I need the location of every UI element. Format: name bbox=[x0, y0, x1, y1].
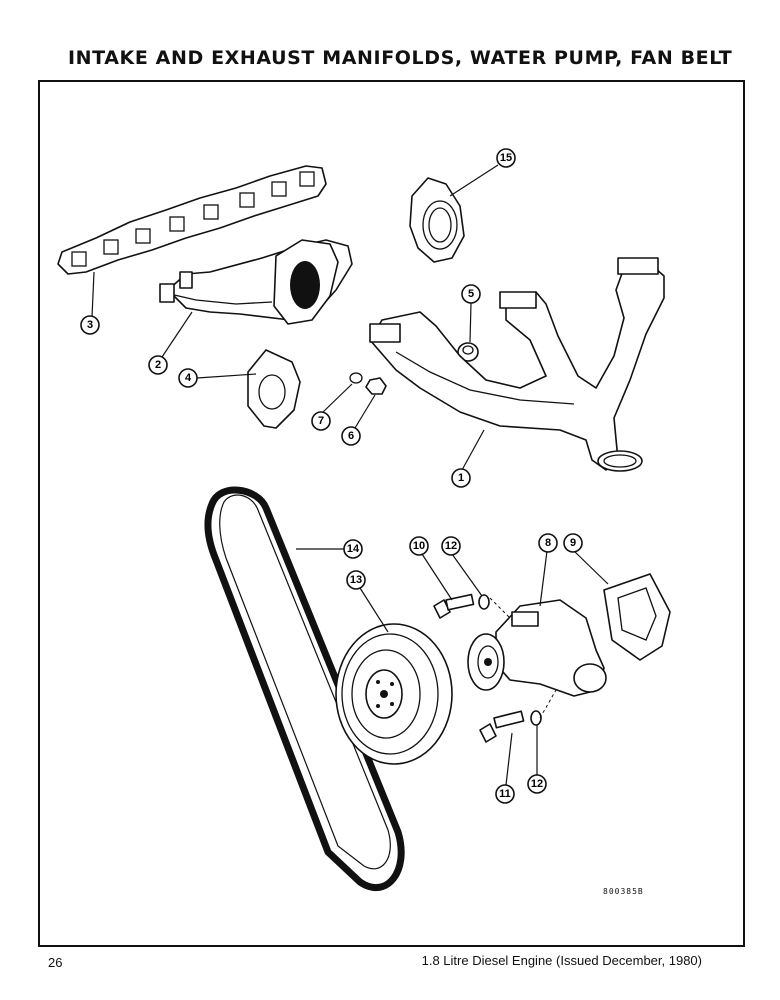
callout-11: 11 bbox=[495, 784, 515, 804]
callout-6: 6 bbox=[341, 426, 361, 446]
callout-14-label: 14 bbox=[347, 543, 360, 555]
callout-12-lower-label: 12 bbox=[531, 778, 543, 790]
callout-9-label: 9 bbox=[570, 537, 576, 549]
page-title: INTAKE AND EXHAUST MANIFOLDS, WATER PUMP… bbox=[68, 47, 733, 69]
diagram-frame bbox=[38, 80, 745, 947]
callout-9: 9 bbox=[563, 533, 583, 553]
callout-3-label: 3 bbox=[87, 319, 93, 331]
pump-gasket-part bbox=[603, 573, 671, 661]
callout-10: 10 bbox=[409, 536, 429, 556]
callout-1-label: 1 bbox=[458, 472, 464, 484]
outlet-elbow-part bbox=[409, 177, 465, 263]
bolt-upper-part bbox=[433, 593, 475, 619]
alignment-lines bbox=[489, 597, 557, 719]
callout-10-label: 10 bbox=[413, 540, 425, 552]
callout-4: 4 bbox=[178, 368, 198, 388]
callout-6-label: 6 bbox=[348, 430, 354, 442]
callout-13: 13 bbox=[346, 570, 366, 590]
footer-text: 1.8 Litre Diesel Engine (Issued December… bbox=[421, 953, 702, 968]
fan-belt-part bbox=[204, 486, 405, 891]
callout-5: 5 bbox=[461, 284, 481, 304]
washer-parts bbox=[478, 594, 542, 726]
bolt-lower-part bbox=[479, 710, 525, 743]
figure-code: 800385B bbox=[603, 887, 644, 896]
callout-12-lower: 12 bbox=[527, 774, 547, 794]
callout-4-label: 4 bbox=[185, 372, 192, 384]
callout-7-label: 7 bbox=[318, 415, 324, 427]
callout-12-upper-label: 12 bbox=[445, 540, 457, 552]
callout-15: 15 bbox=[496, 148, 516, 168]
flange-gasket-part bbox=[247, 349, 301, 429]
callout-1: 1 bbox=[451, 468, 471, 488]
callout-13-label: 13 bbox=[350, 574, 362, 586]
intake-manifold-part bbox=[159, 239, 353, 325]
callout-12-upper: 12 bbox=[441, 536, 461, 556]
water-pump-part bbox=[467, 599, 607, 697]
page-number: 26 bbox=[48, 955, 63, 970]
callout-8-label: 8 bbox=[545, 537, 551, 549]
callout-11-label: 11 bbox=[499, 788, 511, 800]
callout-8: 8 bbox=[538, 533, 558, 553]
leader-lines bbox=[91, 164, 609, 786]
sleeve-part bbox=[457, 342, 479, 362]
callout-14: 14 bbox=[343, 539, 363, 559]
exhaust-manifold-part bbox=[369, 257, 665, 472]
callout-15-label: 15 bbox=[500, 152, 512, 164]
callout-3: 3 bbox=[80, 315, 100, 335]
callout-2-label: 2 bbox=[155, 359, 161, 371]
callout-2: 2 bbox=[148, 355, 168, 375]
manifold-gasket-part bbox=[57, 165, 327, 275]
callout-5-label: 5 bbox=[468, 288, 474, 300]
pulley-part bbox=[335, 623, 453, 765]
nut-and-washer-parts bbox=[349, 372, 387, 395]
callout-7: 7 bbox=[311, 411, 331, 431]
